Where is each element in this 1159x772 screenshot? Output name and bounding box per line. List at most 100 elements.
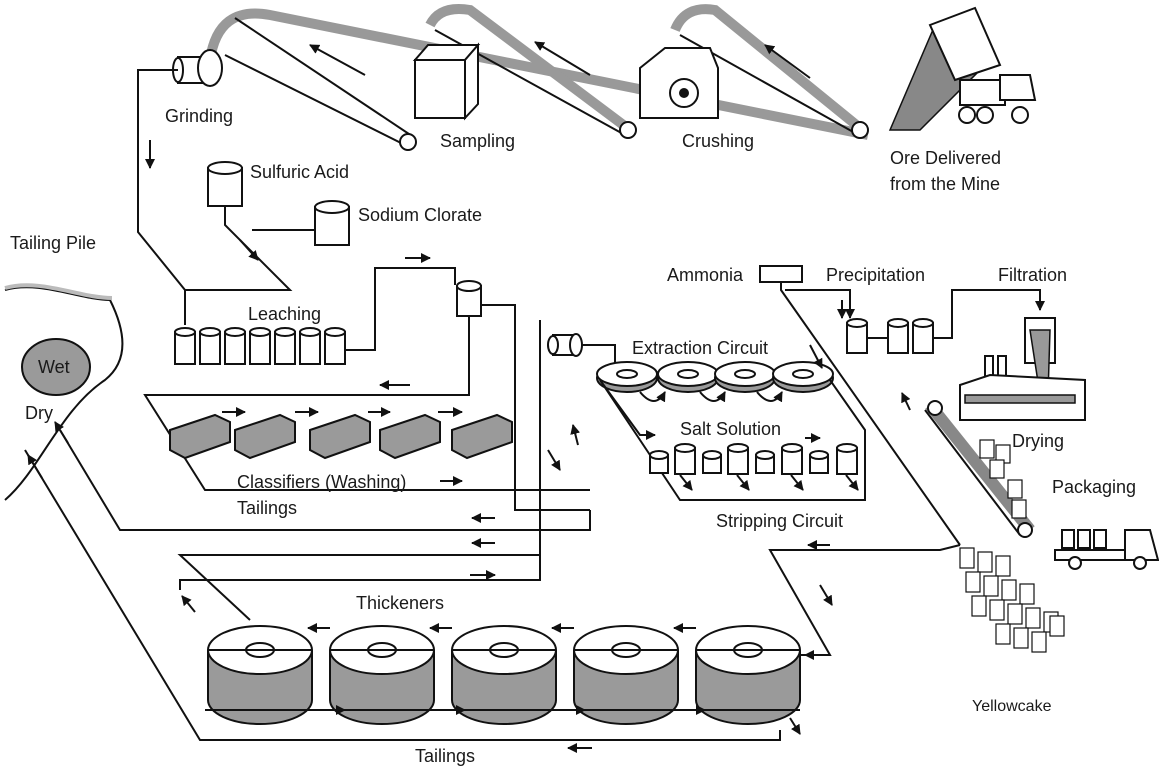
truck-bed (928, 6, 1002, 82)
tailing-pile-outline (4, 286, 124, 501)
dump-truck-icon (888, 6, 1037, 131)
flow-arrow-drying-up (901, 392, 911, 411)
packaging-conveyor (924, 409, 1021, 536)
sulfuric-acid-tank (207, 161, 243, 207)
leaching-tanks (174, 327, 346, 365)
yellowcake-label: Yellowcake (972, 698, 1052, 715)
sampling-unit (412, 42, 481, 121)
flow-arrow-ex1 (639, 391, 666, 403)
precipitation-label: Precipitation (826, 265, 925, 285)
flow-arrow-tailings-bottom (27, 454, 43, 479)
truck-wheel-2 (976, 106, 994, 124)
flow-arrow-st3 (790, 474, 804, 491)
extraction-feed (582, 344, 616, 365)
flow-arrow-down-1 (547, 449, 561, 471)
conveyor-shadow-3 (670, 4, 864, 132)
return-to-thickener-pipe (768, 544, 961, 656)
separator-tank (456, 280, 482, 317)
conveyor-shadow-2 (425, 4, 633, 134)
flow-arrow-st2 (736, 474, 750, 491)
tailings-bottom-label: Tailings (415, 746, 475, 766)
sulfuric-acid-label: Sulfuric Acid (250, 162, 349, 182)
stripping-tanks (649, 443, 858, 475)
tailings-line-bottom (24, 449, 781, 741)
flatbed-truck-icon (1054, 529, 1159, 570)
wet-label: Wet (38, 357, 70, 377)
classifiers-label: Classifiers (Washing) (237, 472, 406, 492)
salt-solution-label: Salt Solution (680, 419, 781, 439)
flow-arrow-up-1 (570, 424, 581, 446)
thickener-2 (329, 625, 435, 725)
drying-unit (959, 355, 1086, 421)
separator-to-stripping-pipe (481, 304, 590, 511)
flow-arrow-ex2 (699, 391, 726, 403)
tailing-pile-label: Tailing Pile (10, 233, 96, 253)
precip-to-filtration (933, 289, 1045, 339)
grinding-label: Grinding (165, 106, 233, 126)
ammonia-to-precip (785, 289, 851, 318)
drying-label: Drying (1012, 431, 1064, 451)
ammonia-feed-line (780, 282, 961, 546)
flow-arrow-ore (764, 44, 811, 79)
flatbed-cab (1124, 529, 1159, 561)
conveyor-roller-1 (399, 133, 417, 151)
truck-cab (999, 74, 1037, 101)
feed-pipe-acid (185, 206, 293, 291)
tailing-pile-edge (4, 283, 113, 300)
ore-delivered-label-2: from the Mine (890, 174, 1000, 194)
flatbed-wheel-1 (1068, 556, 1082, 570)
conveyor-belt-1b (234, 17, 416, 139)
extraction-settlers (596, 361, 834, 393)
flow-arrow-acid (239, 239, 259, 261)
extraction-circuit-label: Extraction Circuit (632, 338, 768, 358)
packaging-label: Packaging (1052, 477, 1136, 497)
flow-arrow-st4 (845, 474, 859, 491)
packaging-roller-top (927, 400, 943, 416)
extraction-feed-pipe (179, 320, 541, 590)
filtration-label: Filtration (998, 265, 1067, 285)
truck-chassis (959, 79, 1006, 106)
sulfuric-acid-tank-top (207, 161, 243, 175)
conveyor-shadow-1 (205, 8, 869, 140)
wet-zone (21, 338, 91, 396)
crusher-hub (679, 88, 689, 98)
ammonia-tank (759, 265, 803, 283)
ammonia-label: Ammonia (667, 265, 744, 285)
flow-arrow-thickener-up (181, 595, 196, 613)
sampling-label: Sampling (440, 131, 515, 151)
leach-to-separator-pipe (345, 267, 456, 351)
precipitation-tanks (846, 318, 934, 354)
ore-delivered-label-1: Ore Delivered (890, 148, 1001, 168)
flow-arrow-return-down (819, 584, 833, 606)
thickeners-label: Thickeners (356, 593, 444, 613)
feed-pipe-grinding (137, 69, 186, 325)
conveyor-belt-1 (224, 54, 406, 146)
sodium-clorate-tank-top (314, 200, 350, 214)
conveyor-group (205, 4, 869, 151)
drum-pile (959, 547, 1065, 653)
sodium-clorate-tank (314, 200, 350, 246)
leaching-label: Leaching (248, 304, 321, 324)
sodium-clorate-label: Sodium Clorate (358, 205, 482, 225)
crushing-label: Crushing (682, 131, 754, 151)
tailings-top-label: Tailings (237, 498, 297, 518)
conveyor-roller-2 (619, 121, 637, 139)
stripping-circuit-label: Stripping Circuit (716, 511, 843, 531)
classifier-loop-pipe (143, 316, 590, 491)
extraction-pump (547, 333, 583, 357)
flow-arrow-ex3 (756, 391, 783, 403)
thickener-4 (573, 625, 679, 725)
flow-arrow-th5-out (789, 717, 801, 735)
flow-arrow-crushing (534, 41, 591, 76)
grinding-mill (172, 49, 223, 87)
thickener-1 (207, 625, 313, 725)
flow-arrow-extraction-precip (809, 344, 823, 369)
thickener-3 (451, 625, 557, 725)
packaging-roller-bottom (1017, 522, 1033, 538)
conveyor-roller-3 (851, 121, 869, 139)
flatbed-wheel-2 (1133, 556, 1147, 570)
flow-arrow-sampling (309, 44, 366, 76)
stripping-loop-pipe (599, 379, 866, 501)
